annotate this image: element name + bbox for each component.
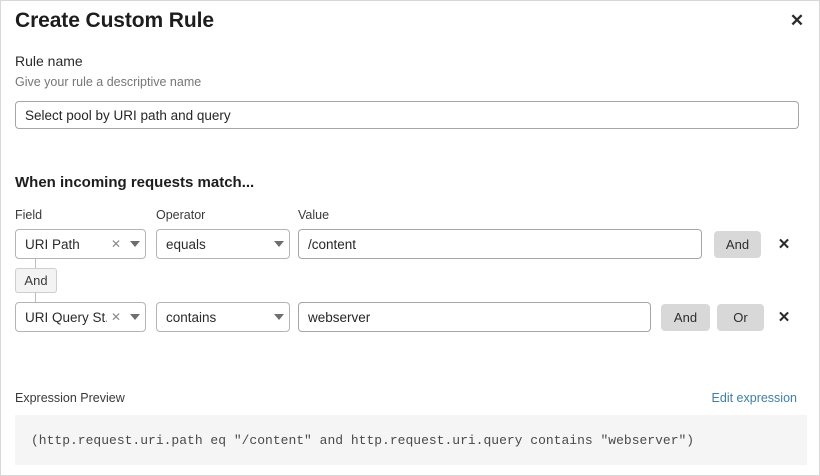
delete-condition-row-2[interactable]: ✕	[777, 308, 791, 326]
conditions-heading: When incoming requests match...	[15, 174, 255, 191]
expression-preview-box: (http.request.uri.path eq "/content" and…	[15, 415, 807, 465]
or-button-row-2[interactable]: Or	[717, 304, 764, 331]
rule-name-help-text: Give your rule a descriptive name	[15, 75, 202, 89]
and-button-row-1[interactable]: And	[714, 231, 761, 258]
connector-line-top	[35, 259, 36, 269]
close-icon[interactable]: ✕	[789, 10, 805, 30]
condition-row: URI Query St... ✕ contains And Or ✕	[1, 302, 820, 332]
expression-preview-label: Expression Preview	[15, 391, 125, 405]
column-header-field: Field	[15, 208, 43, 222]
field-select-row-2[interactable]: URI Query St... ✕	[15, 302, 146, 332]
column-header-operator: Operator	[156, 208, 206, 222]
operator-select-row-2[interactable]: contains	[156, 302, 290, 332]
edit-expression-link[interactable]: Edit expression	[711, 391, 797, 405]
delete-condition-row-1[interactable]: ✕	[777, 235, 791, 253]
chevron-down-icon[interactable]	[269, 241, 289, 247]
chevron-down-icon[interactable]	[125, 241, 145, 247]
operator-select-value-row-1: equals	[166, 236, 206, 252]
field-select-row-1[interactable]: URI Path ✕	[15, 229, 146, 259]
chevron-down-icon[interactable]	[269, 314, 289, 320]
connector-line-bottom	[35, 292, 36, 302]
dialog-title: Create Custom Rule	[15, 9, 214, 32]
row-connector: And	[15, 259, 135, 305]
operator-select-value-row-2: contains	[166, 309, 217, 325]
rule-name-input[interactable]	[15, 101, 799, 129]
operator-select-row-1[interactable]: equals	[156, 229, 290, 259]
field-select-value-row-1: URI Path	[25, 236, 80, 252]
connector-and-badge[interactable]: And	[15, 268, 57, 293]
value-input-row-2[interactable]	[298, 302, 651, 332]
value-input-row-1[interactable]	[298, 229, 702, 259]
clear-x-icon[interactable]: ✕	[110, 237, 121, 251]
field-select-value-row-2: URI Query St...	[25, 309, 107, 325]
column-header-value: Value	[298, 208, 330, 222]
expression-preview-text: (http.request.uri.path eq "/content" and…	[31, 432, 695, 448]
and-button-row-2[interactable]: And	[661, 304, 710, 331]
chevron-down-icon[interactable]	[125, 314, 145, 320]
clear-x-icon[interactable]: ✕	[110, 310, 121, 324]
condition-row: URI Path ✕ equals And ✕	[1, 229, 820, 259]
rule-name-label: Rule name	[15, 53, 83, 69]
